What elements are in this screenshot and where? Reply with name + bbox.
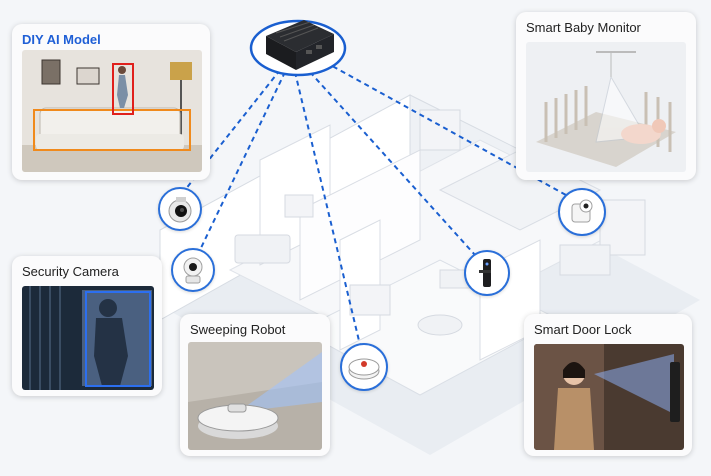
smart-lock-marker[interactable]	[464, 250, 510, 296]
card-title: DIY AI Model	[22, 32, 101, 47]
ptz-camera-marker[interactable]	[171, 248, 215, 292]
diy-ai-model-card[interactable]: DIY AI Model	[12, 24, 210, 180]
baby-camera-marker[interactable]	[558, 188, 606, 236]
smart-lock-icon	[479, 259, 491, 287]
card-title: Smart Door Lock	[534, 322, 632, 337]
card-title: Sweeping Robot	[190, 322, 286, 337]
card-title: Smart Baby Monitor	[526, 20, 641, 35]
smart-door-lock-card[interactable]: Smart Door Lock	[524, 314, 692, 456]
security-camera-card[interactable]: Security Camera	[12, 256, 162, 396]
smart-baby-monitor-card[interactable]: Smart Baby Monitor	[516, 12, 696, 180]
robot-vacuum-marker[interactable]	[340, 343, 388, 391]
intruder-photo	[22, 286, 154, 390]
robot-vacuum-icon	[348, 358, 380, 380]
living-room-photo	[22, 50, 202, 172]
robot-vacuum-photo	[188, 342, 322, 450]
dome-camera-icon	[168, 197, 192, 223]
baby-camera-icon	[571, 199, 593, 223]
crib-photo	[526, 42, 686, 172]
card-title: Security Camera	[22, 264, 119, 279]
face-recognition-photo	[534, 344, 684, 450]
sweeping-robot-card[interactable]: Sweeping Robot	[180, 314, 330, 456]
dvr-hub-icon	[266, 20, 334, 70]
ptz-camera-icon	[183, 257, 203, 284]
dome-camera-marker[interactable]	[158, 187, 202, 231]
